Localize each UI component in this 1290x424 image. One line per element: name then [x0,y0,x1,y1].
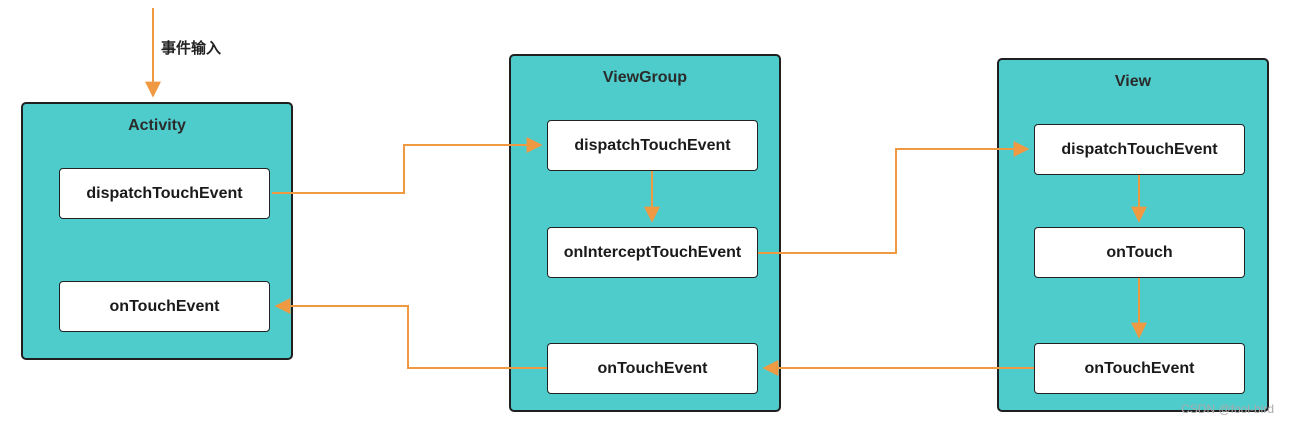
viewgroup-title: ViewGroup [602,69,688,86]
activity-title: Activity [128,117,186,134]
viewgroup-on-intercept-touch-event-node: onInterceptTouchEvent [547,227,758,278]
activity-dispatch-touch-event-node: dispatchTouchEvent [59,168,270,219]
view-on-touch-event-node: onTouchEvent [1034,343,1245,394]
viewgroup-on-touch-event-node: onTouchEvent [547,343,758,394]
event-input-label: 事件输入 [161,39,222,57]
activity-to-viewgroup-arrow [272,137,543,194]
view-title: View [1114,73,1152,90]
viewgroup-to-activity-return-arrow [274,298,547,369]
view-dispatch-touch-event-node: dispatchTouchEvent [1034,124,1245,175]
activity-on-touch-event-node: onTouchEvent [59,281,270,332]
watermark: CSDN @fool-bird [1181,402,1274,416]
viewgroup-dispatch-touch-event-node: dispatchTouchEvent [547,120,758,171]
view-on-touch-node: onTouch [1034,227,1245,278]
viewgroup-to-view-arrow [758,141,1030,254]
